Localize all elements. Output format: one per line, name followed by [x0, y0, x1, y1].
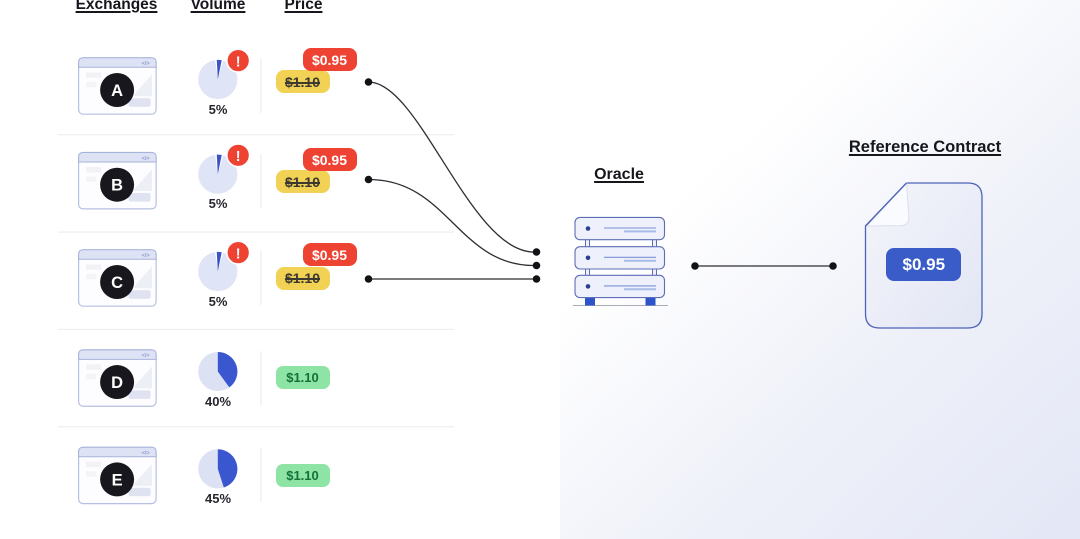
- svg-text:D: D: [111, 374, 123, 392]
- svg-text:</>: </>: [142, 253, 150, 259]
- svg-text:C: C: [111, 274, 123, 292]
- svg-text:</>: </>: [142, 61, 150, 67]
- svg-text:</>: </>: [142, 353, 150, 359]
- svg-text:A: A: [111, 82, 123, 100]
- svg-text:!: !: [236, 246, 241, 262]
- svg-text:</>: </>: [142, 156, 150, 162]
- svg-text:</>: </>: [142, 451, 150, 457]
- svg-text:E: E: [112, 471, 123, 489]
- svg-text:!: !: [236, 149, 241, 165]
- svg-text:!: !: [236, 54, 241, 70]
- svg-text:B: B: [111, 177, 123, 195]
